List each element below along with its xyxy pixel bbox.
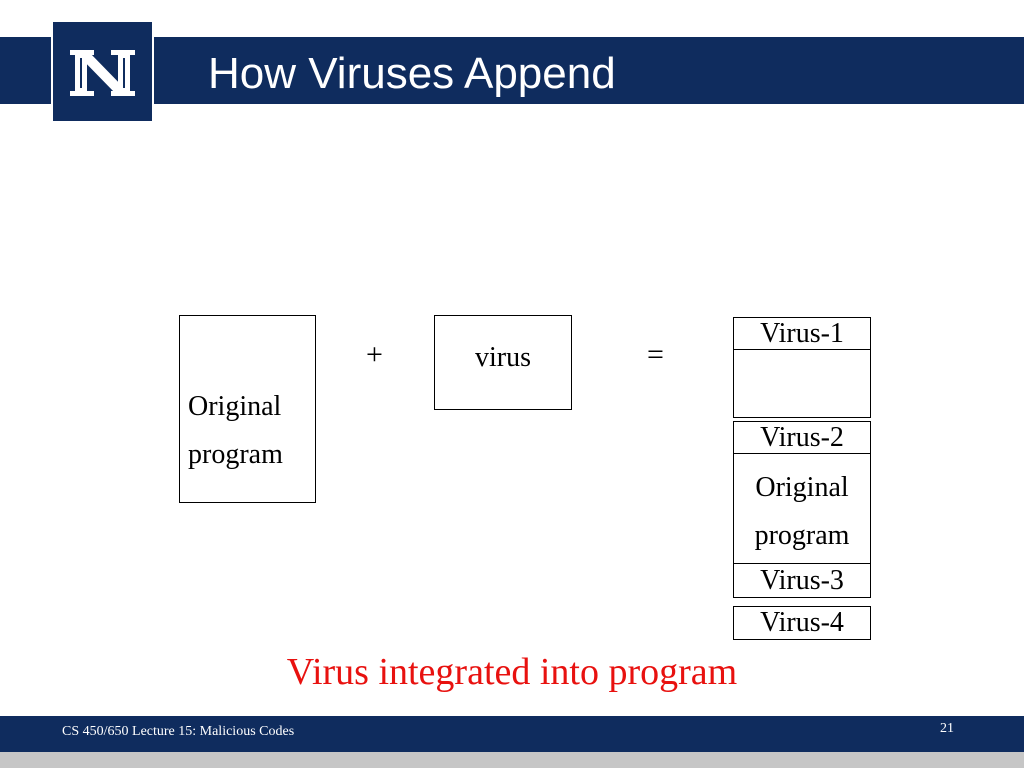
result-original-label-line2: program xyxy=(754,520,850,551)
result-virus-4-label: Virus-4 xyxy=(760,607,844,638)
header-bar xyxy=(0,37,1024,104)
result-virus-1-label: Virus-1 xyxy=(760,318,844,349)
footer-bottom-strip xyxy=(0,752,1024,768)
footer-bar xyxy=(0,716,1024,752)
virus-label: virus xyxy=(475,342,531,373)
result-original-label-line1: Original xyxy=(755,472,849,503)
original-program-box xyxy=(179,315,316,503)
result-virus-2-label: Virus-2 xyxy=(760,422,844,453)
diagram-caption: Virus integrated into program xyxy=(286,651,738,693)
footer-course-label: CS 450/650 Lecture 15: Malicious Codes xyxy=(62,724,295,739)
equals-operator: = xyxy=(647,338,664,371)
result-original-program-box xyxy=(733,453,871,564)
slide-title: How Viruses Append xyxy=(208,49,616,98)
result-virus-3-label: Virus-3 xyxy=(760,565,844,596)
result-virus-4-box xyxy=(733,606,871,640)
page-number: 21 xyxy=(940,721,954,736)
university-n-logo-icon xyxy=(51,20,154,123)
virus-box xyxy=(434,315,572,410)
original-program-label-line1: Original xyxy=(188,391,282,422)
plus-operator: + xyxy=(366,338,383,371)
result-virus-3-box xyxy=(733,563,871,598)
original-program-label-line2: program xyxy=(188,439,283,470)
result-virus-1-box xyxy=(733,317,871,350)
result-empty-box xyxy=(733,349,871,418)
